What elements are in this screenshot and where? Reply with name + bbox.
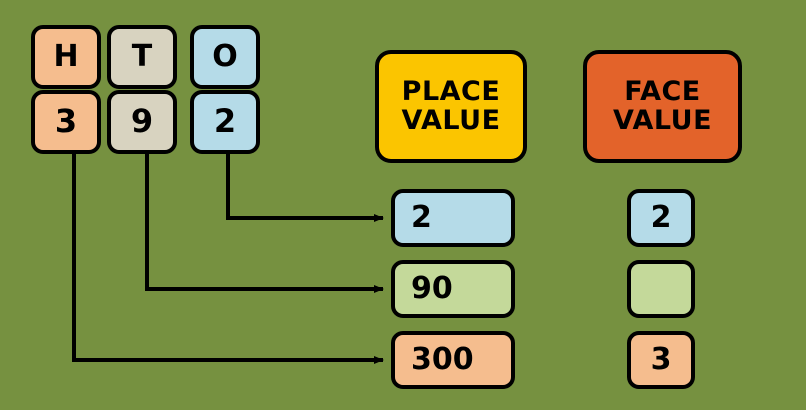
digit-ones-label: 2 bbox=[213, 102, 237, 141]
place-value-ones-label: 2 bbox=[411, 200, 432, 236]
column-abbr-hundreds: H bbox=[31, 25, 101, 89]
place-value-ones-box: 2 bbox=[391, 189, 515, 247]
face-value-ones-box: 2 bbox=[627, 189, 695, 247]
place-value-header-line1: PLACE bbox=[401, 76, 501, 108]
digit-tens-label: 9 bbox=[130, 102, 154, 141]
face-value-hundreds-box: 3 bbox=[627, 331, 695, 389]
digit-hundreds-label: 3 bbox=[54, 102, 78, 141]
digit-tens: 9 bbox=[107, 90, 177, 154]
face-value-header-line2: VALUE bbox=[612, 104, 713, 136]
digit-ones: 2 bbox=[190, 90, 260, 154]
column-abbr-tens-label: T bbox=[131, 39, 153, 75]
place-value-tens-label: 90 bbox=[411, 271, 453, 307]
hundreds-connector bbox=[72, 154, 384, 364]
face-value-ones-label: 2 bbox=[650, 200, 672, 236]
face-value-tens-box bbox=[627, 260, 695, 318]
place-value-tens-box: 90 bbox=[391, 260, 515, 318]
face-value-header: FACE VALUE bbox=[583, 50, 742, 163]
column-abbr-ones: O bbox=[190, 25, 260, 89]
place-value-hundreds-label: 300 bbox=[411, 342, 474, 378]
face-value-hundreds-label: 3 bbox=[650, 342, 672, 378]
place-value-header-line2: VALUE bbox=[401, 104, 501, 136]
ones-connector bbox=[226, 154, 384, 222]
column-abbr-hundreds-label: H bbox=[53, 39, 79, 75]
digit-hundreds: 3 bbox=[31, 90, 101, 154]
place-value-hundreds-box: 300 bbox=[391, 331, 515, 389]
column-abbr-tens: T bbox=[107, 25, 177, 89]
tens-connector bbox=[145, 154, 384, 293]
column-abbr-ones-label: O bbox=[212, 39, 238, 75]
place-value-header: PLACE VALUE bbox=[375, 50, 527, 163]
face-value-header-line1: FACE bbox=[624, 76, 701, 108]
